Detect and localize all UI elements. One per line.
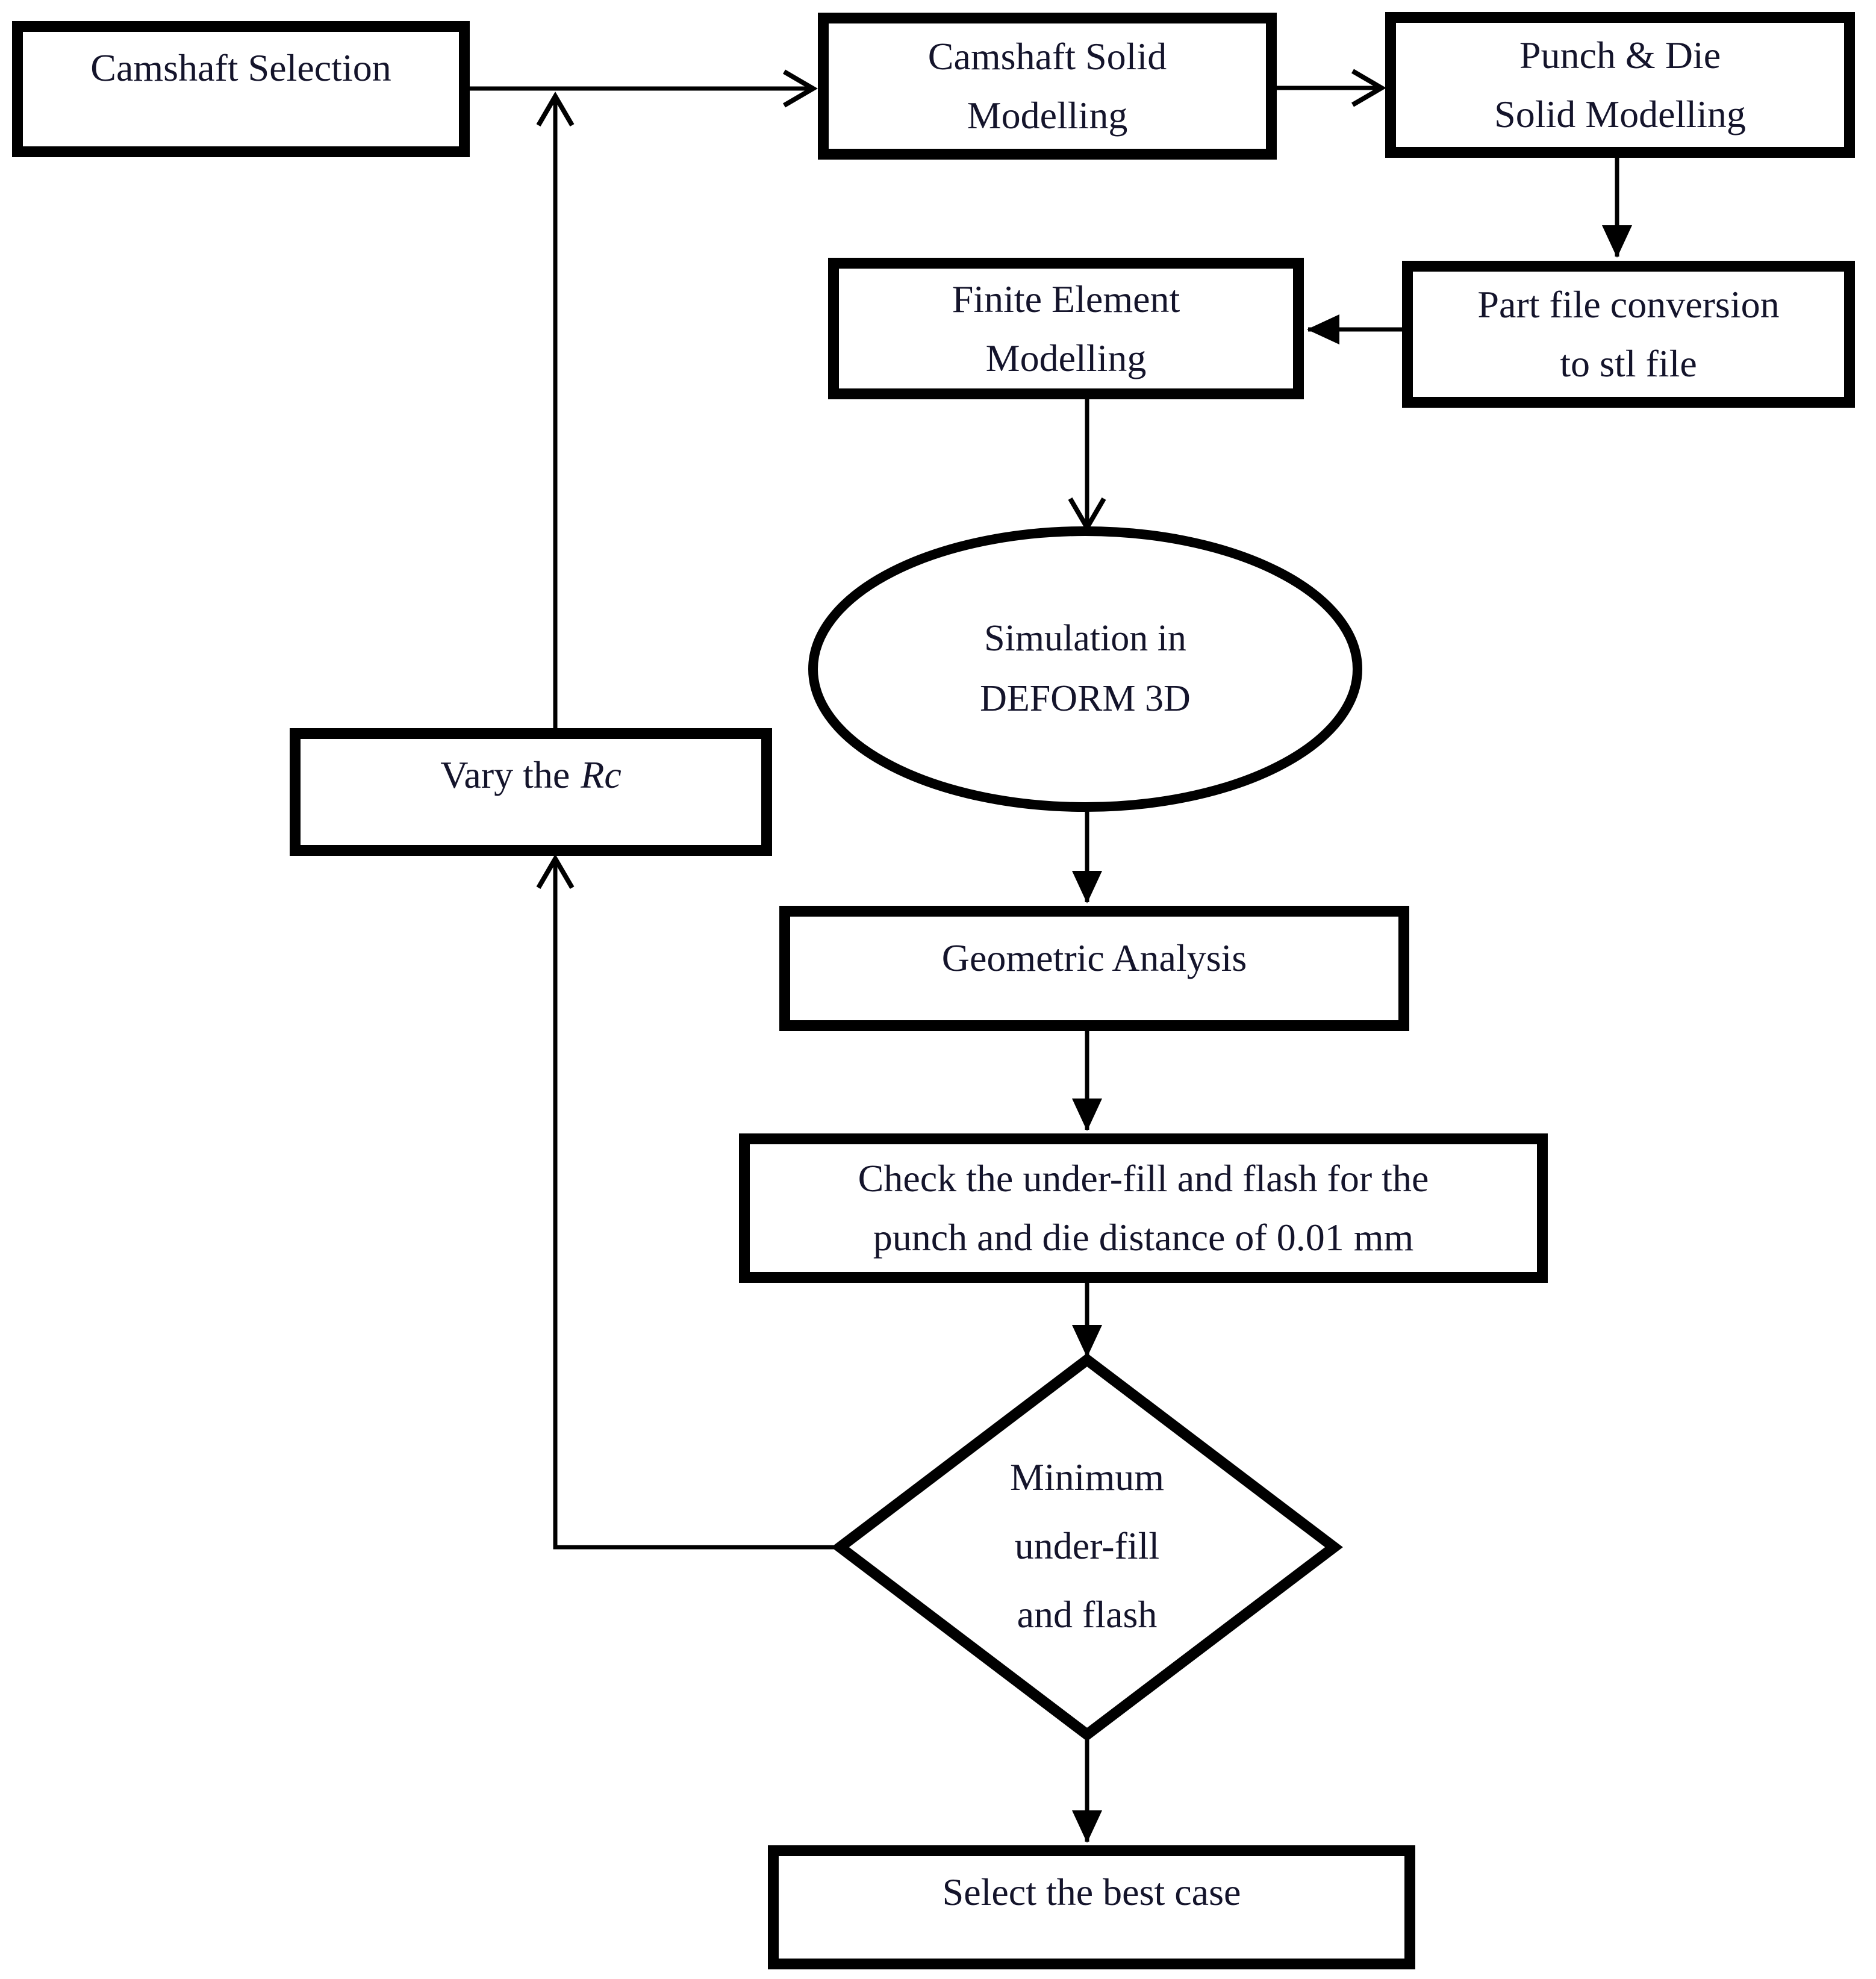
arrow-decision-to-vary-rc [536,854,840,1550]
node-select-best-label: Select the best case [942,1871,1241,1913]
node-fem-line1: Finite Element [952,277,1180,320]
node-punch-die-solid-modelling: Punch & Die Solid Modelling [1385,12,1855,158]
node-check-underfill-line1: Check the under-fill and flash for the [858,1157,1429,1200]
node-geometric-analysis: Geometric Analysis [779,906,1409,1031]
node-fem-line2: Modelling [985,336,1147,379]
node-punch-die-line2: Solid Modelling [1494,93,1746,136]
node-camshaft-solid-modelling-line2: Modelling [967,94,1128,137]
node-vary-rc-label: Vary the Rc [440,746,621,805]
node-check-underfill-line2: punch and die distance of 0.01 mm [873,1216,1414,1259]
node-camshaft-selection: Camshaft Selection [12,21,470,157]
node-geometric-analysis-label: Geometric Analysis [941,937,1247,979]
node-vary-rc: Vary the Rc [290,728,772,856]
node-camshaft-solid-modelling-line1: Camshaft Solid [927,35,1167,78]
node-part-file-line1: Part file conversion [1477,283,1780,326]
node-part-file-conversion: Part file conversion to stl file [1402,261,1855,408]
node-punch-die-line1: Punch & Die [1519,34,1721,76]
node-check-underfill: Check the under-fill and flash for the p… [739,1133,1548,1283]
node-part-file-line2: to stl file [1560,342,1697,385]
node-camshaft-selection-label: Camshaft Selection [90,46,391,89]
node-camshaft-solid-modelling: Camshaft Solid Modelling [818,13,1277,160]
vary-rc-prefix: Vary the [440,753,570,796]
node-select-best: Select the best case [768,1845,1415,1969]
node-finite-element-modelling: Finite Element Modelling [828,258,1304,399]
vary-rc-variable: Rc [581,753,622,796]
node-minimum-underfill-shape [831,1353,1343,1742]
node-simulation-deform-shape [808,526,1362,812]
